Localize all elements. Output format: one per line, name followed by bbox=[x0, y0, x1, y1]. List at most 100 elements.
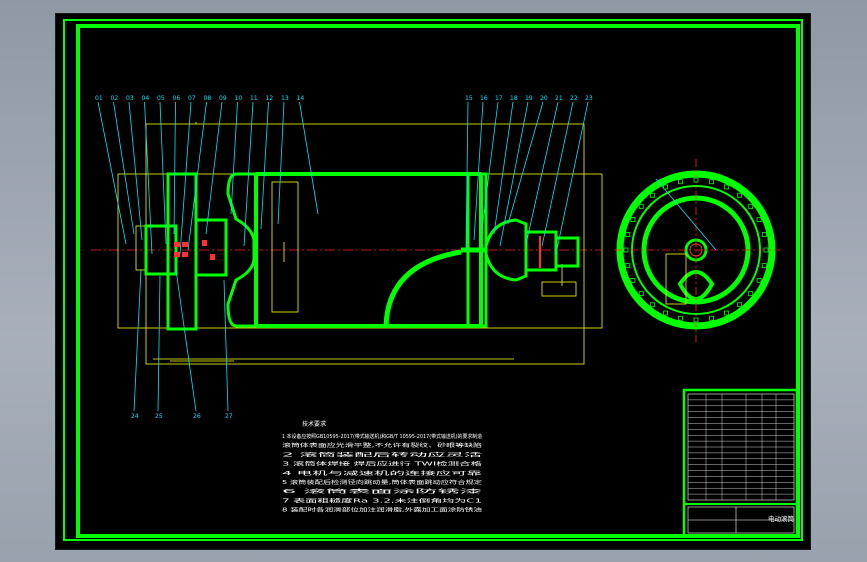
bolt-hole bbox=[638, 203, 644, 209]
leader-line bbox=[97, 101, 127, 245]
tech-requirement-line: 滚筒体表面应光滑平整,不允许有裂纹、砂眼等缺陷 bbox=[282, 441, 482, 449]
tech-requirements-title: 技术要求 bbox=[302, 420, 326, 428]
bolt-hole bbox=[638, 291, 644, 297]
callout-label: 22 bbox=[570, 95, 578, 102]
bolt-hole bbox=[737, 192, 743, 198]
callout-label: 23 bbox=[585, 95, 593, 102]
inner-frame bbox=[76, 24, 800, 538]
leader-line bbox=[113, 101, 135, 235]
leader-line bbox=[243, 101, 254, 247]
callout-label: 04 bbox=[142, 95, 150, 102]
leader-line bbox=[179, 101, 192, 255]
leader-line bbox=[525, 101, 559, 245]
side-view-bolt-ring bbox=[623, 177, 769, 323]
leader-line bbox=[230, 101, 238, 215]
callout-label: 13 bbox=[281, 95, 289, 102]
bolt-hole bbox=[649, 302, 655, 308]
callout-label: 05 bbox=[157, 95, 165, 102]
leader-line bbox=[187, 101, 207, 251]
leader-line bbox=[277, 101, 285, 225]
leader-line bbox=[541, 101, 574, 247]
bolt-hole bbox=[723, 184, 729, 190]
leader-line bbox=[223, 279, 229, 412]
left-bearing-hatch bbox=[174, 240, 215, 260]
bolt-hole bbox=[678, 315, 683, 321]
side-view bbox=[614, 159, 780, 342]
callout-label: 06 bbox=[173, 95, 181, 102]
callout-label: 25 bbox=[155, 413, 163, 420]
leader-line bbox=[507, 101, 544, 225]
tech-requirement-line: 1 本设备应按照GB10595-2017(带式输送机)和GB/T 10595-2… bbox=[282, 432, 483, 440]
bolt-hole bbox=[756, 277, 762, 283]
tech-requirement-line: 3 滚筒体焊接 焊后应进行 TWI检测合格 bbox=[282, 460, 484, 468]
bolt-hole bbox=[623, 247, 629, 253]
callout-label: 20 bbox=[540, 95, 548, 102]
leader-line bbox=[175, 269, 197, 412]
bolt-hole bbox=[663, 184, 669, 190]
bolt-hole bbox=[763, 247, 769, 253]
callout-label: 14 bbox=[297, 95, 305, 102]
tech-requirement-line: 7 表面粗糙度Ra 3.2,未注倒角均为C1 bbox=[282, 496, 482, 504]
leader-line bbox=[128, 101, 143, 241]
leader-line bbox=[555, 101, 589, 255]
leader-line bbox=[133, 268, 142, 412]
callout-label: 19 bbox=[525, 95, 533, 102]
bolt-hole bbox=[761, 232, 767, 237]
callout-label: 09 bbox=[219, 95, 227, 102]
bolt-hole bbox=[748, 291, 754, 297]
bolt-hole bbox=[748, 203, 754, 209]
leader-line bbox=[157, 275, 161, 412]
callout-label: 18 bbox=[510, 95, 518, 102]
callout-label: 27 bbox=[225, 413, 233, 420]
bolt-hole bbox=[630, 277, 636, 283]
callout-label: 07 bbox=[188, 95, 196, 102]
title-block: 电动滚筒 bbox=[682, 388, 799, 538]
callout-label: 10 bbox=[235, 95, 243, 102]
bolt-hole bbox=[761, 263, 767, 268]
right-end-assembly bbox=[484, 218, 580, 282]
left-end-assembly bbox=[144, 172, 256, 331]
bolt-hole bbox=[649, 192, 655, 198]
callout-label: 08 bbox=[204, 95, 212, 102]
leader-line bbox=[205, 101, 223, 235]
callout-label: 16 bbox=[480, 95, 488, 102]
leader-line bbox=[159, 101, 167, 245]
bolt-hole bbox=[625, 263, 631, 268]
callout-label: 26 bbox=[193, 413, 201, 420]
leaders-top-left bbox=[97, 101, 319, 255]
tech-requirement-line: 6 滚筒表面涂防锈漆 bbox=[282, 487, 482, 495]
leader-line bbox=[465, 101, 469, 251]
bolt-hole bbox=[693, 177, 699, 183]
tech-requirement-line: 8 装配时各润滑部位加注润滑脂,外露加工面涂防锈油 bbox=[282, 506, 482, 514]
leader-line bbox=[493, 101, 514, 235]
leader-line bbox=[260, 101, 269, 230]
callout-label: 02 bbox=[111, 95, 119, 102]
bolt-hole bbox=[625, 232, 631, 237]
bolt-hole bbox=[737, 302, 743, 308]
bolt-hole bbox=[709, 179, 714, 185]
bolt-hole bbox=[693, 317, 699, 323]
leader-line bbox=[481, 101, 499, 230]
tech-requirement-line: 2 滚筒装配后转动应灵活 bbox=[282, 450, 482, 458]
leaders-top-right bbox=[465, 101, 589, 255]
callout-label: 03 bbox=[126, 95, 134, 102]
callout-label: 17 bbox=[495, 95, 503, 102]
bolt-hole bbox=[709, 315, 714, 321]
callout-label: 24 bbox=[131, 413, 139, 420]
leader-line bbox=[173, 101, 176, 235]
bolt-hole bbox=[663, 310, 669, 316]
leader-line bbox=[299, 101, 319, 215]
callout-label: 21 bbox=[555, 95, 563, 102]
leaders-bottom bbox=[133, 268, 229, 412]
callout-label: 01 bbox=[95, 95, 103, 102]
tech-requirement-line: 4 电机与减速机的连接应可靠 bbox=[282, 469, 482, 477]
leader-line bbox=[499, 101, 529, 247]
tech-requirement-line: 5 滚筒装配后检测径向跳动量,筒体表面跳动应符合规定 bbox=[282, 478, 482, 486]
drawing-title: 电动滚筒 bbox=[768, 514, 795, 523]
drum-body bbox=[254, 172, 488, 328]
callout-label: 15 bbox=[465, 95, 473, 102]
leader-line bbox=[144, 101, 153, 255]
